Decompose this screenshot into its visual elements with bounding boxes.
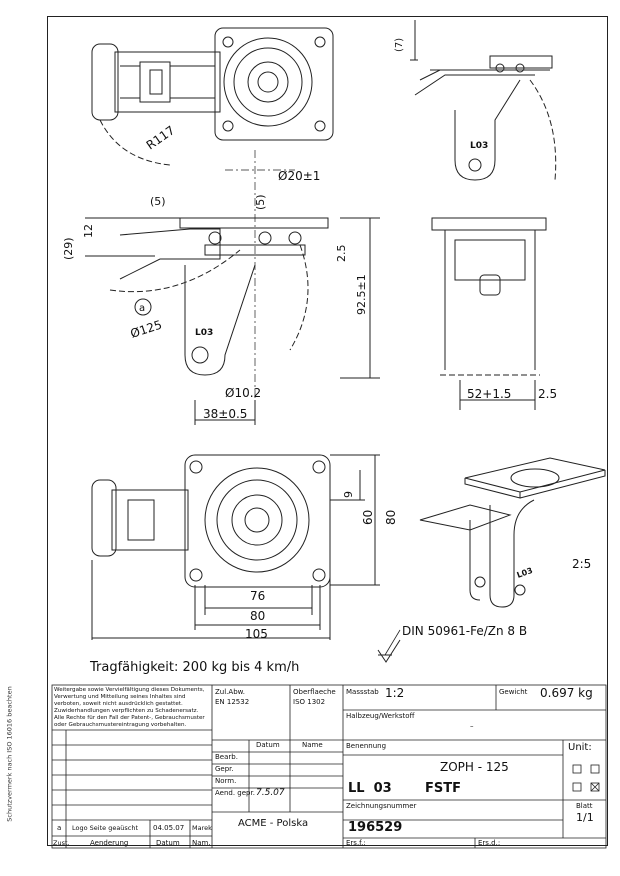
gepr-label: Gepr. xyxy=(215,765,234,773)
revision-name: Marek xyxy=(192,824,212,832)
drawing-border xyxy=(47,16,608,846)
dim-105: 105 xyxy=(245,627,268,641)
dim-29: (29) xyxy=(62,237,75,260)
zul-abw-value: EN 12532 xyxy=(215,698,250,706)
side-section xyxy=(85,150,380,425)
scale-value: 1:2 xyxy=(385,686,405,700)
top-view-brake xyxy=(91,27,334,166)
dim-d10-2: Ø10.2 xyxy=(225,386,261,400)
iso-scale: 2:5 xyxy=(572,557,591,571)
technical-drawing: R117 L03 (7) a xyxy=(62,20,606,675)
dim-92-5: 92.5±1 xyxy=(355,274,368,315)
bearb-label: Bearb. xyxy=(215,753,238,761)
side-view-upper xyxy=(410,20,557,181)
dim-80v: 80 xyxy=(384,510,398,525)
dim-9: 9 xyxy=(342,491,355,498)
designation-label: Benennung xyxy=(346,742,387,750)
dim-2-5: 2.5 xyxy=(335,245,348,263)
name-header-2: Nam. xyxy=(192,839,211,847)
dim-2-5b: 2.5 xyxy=(538,387,557,401)
aend-date: 7.5.07 xyxy=(256,788,285,798)
unit-label: Unit: xyxy=(568,742,592,753)
material-label: Halbzeug/Werkstoff xyxy=(346,712,415,720)
front-view xyxy=(431,217,547,410)
copyright-notice: Weitergabe sowie Vervielfältigung dieses… xyxy=(54,687,205,728)
title-line-2a: LL 03 xyxy=(348,781,392,796)
sheet-value: 1/1 xyxy=(576,811,594,824)
sheet-label: Blatt xyxy=(576,802,593,810)
dim-5b: (5) xyxy=(254,194,267,210)
scale-label: Massstab xyxy=(346,688,379,696)
company-name: ACME - Polska xyxy=(238,818,309,829)
isometric-view xyxy=(419,457,606,608)
status-header: Zust. xyxy=(53,839,70,847)
drawing-number: 196529 xyxy=(348,820,403,835)
dim-60: 60 xyxy=(361,510,375,525)
name-header: Name xyxy=(302,741,323,749)
zul-abw-label: Zul.Abw. xyxy=(215,688,245,696)
dim-7: (7) xyxy=(394,38,405,52)
dim-12: 12 xyxy=(82,224,95,238)
date-header: Datum xyxy=(256,741,280,749)
material-value: – xyxy=(470,722,474,730)
revision-text: Logo Seite geaüscht xyxy=(72,824,139,832)
dim-38: 38±0.5 xyxy=(203,407,247,421)
dim-5a: (5) xyxy=(150,195,166,208)
load-capacity: Tragfähigkeit: 200 kg bis 4 km/h xyxy=(89,660,299,675)
revision-index: a xyxy=(57,824,62,832)
aend-gepr-label: Aend. gepr. xyxy=(215,789,255,797)
dim-d20: Ø20±1 xyxy=(278,169,320,183)
dim-52: 52+1.5 xyxy=(467,387,511,401)
date-header-2: Datum xyxy=(156,839,180,847)
surface-value: ISO 1302 xyxy=(293,698,326,706)
replaces-label: Ers.f.: xyxy=(346,839,366,847)
surface-label: Oberflaeche xyxy=(293,688,336,696)
title-line-2b: FSTF xyxy=(425,781,461,796)
weight-label: Gewicht xyxy=(499,688,528,696)
title-line-1: ZOPH - 125 xyxy=(440,760,509,774)
top-view-plate xyxy=(91,454,380,640)
norm-label: Norm. xyxy=(215,777,237,785)
change-header: Aenderung xyxy=(90,839,129,847)
detail-a-marker xyxy=(134,298,152,316)
part-label-side-1: L03 xyxy=(470,141,488,151)
part-label-section: L03 xyxy=(195,328,213,338)
dim-76: 76 xyxy=(250,589,265,603)
dim-80h: 80 xyxy=(250,609,265,623)
replaced-by-label: Ers.d.: xyxy=(478,839,501,847)
revision-date: 04.05.07 xyxy=(153,824,185,832)
din-note: DIN 50961-Fe/Zn 8 B xyxy=(402,624,527,638)
drawing-number-label: Zeichnungsnummer xyxy=(346,802,417,810)
detail-a-label: a xyxy=(139,303,145,314)
weight-value: 0.697 kg xyxy=(540,686,593,700)
